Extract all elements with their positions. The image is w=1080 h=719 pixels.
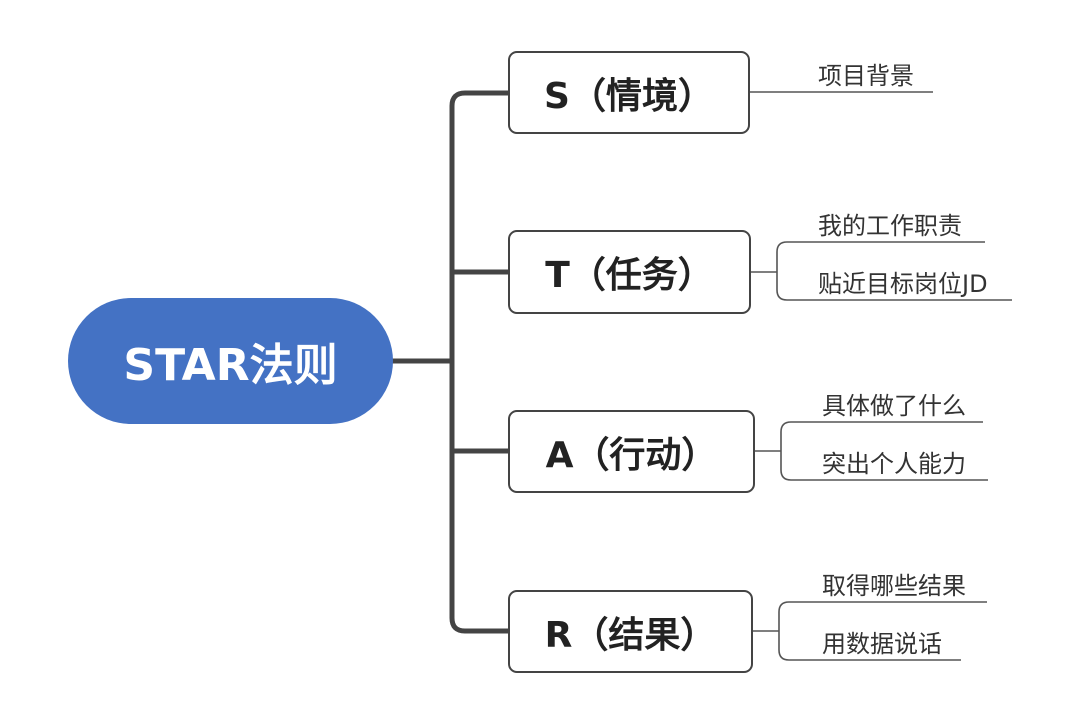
topic-label: A（行动） <box>545 434 718 476</box>
leaf-a-2: 突出个人能力 <box>822 450 966 478</box>
topic-node-a: A（行动） <box>508 410 755 493</box>
topic-node-s: S（情境） <box>508 51 750 134</box>
leaf-r-1: 取得哪些结果 <box>822 572 966 600</box>
root-label: STAR法则 <box>123 340 338 391</box>
root-node: STAR法则 <box>68 298 393 424</box>
leaf-connector-t <box>751 241 1012 301</box>
leaf-connector-a <box>755 421 988 481</box>
leaf-t-2: 贴近目标岗位JD <box>818 270 988 298</box>
leaf-connector-r <box>753 601 987 661</box>
leaf-s-1: 项目背景 <box>818 62 914 90</box>
topic-node-r: R（结果） <box>508 590 753 673</box>
topic-label: T（任务） <box>545 255 714 296</box>
leaf-a-1: 具体做了什么 <box>822 392 966 420</box>
leaf-t-1: 我的工作职责 <box>818 212 962 240</box>
trunk-line <box>449 90 511 634</box>
topic-label: S（情境） <box>544 75 714 117</box>
topic-node-t: T（任务） <box>508 230 751 314</box>
leaf-r-2: 用数据说话 <box>822 630 942 658</box>
topic-label: R（结果） <box>544 614 717 656</box>
